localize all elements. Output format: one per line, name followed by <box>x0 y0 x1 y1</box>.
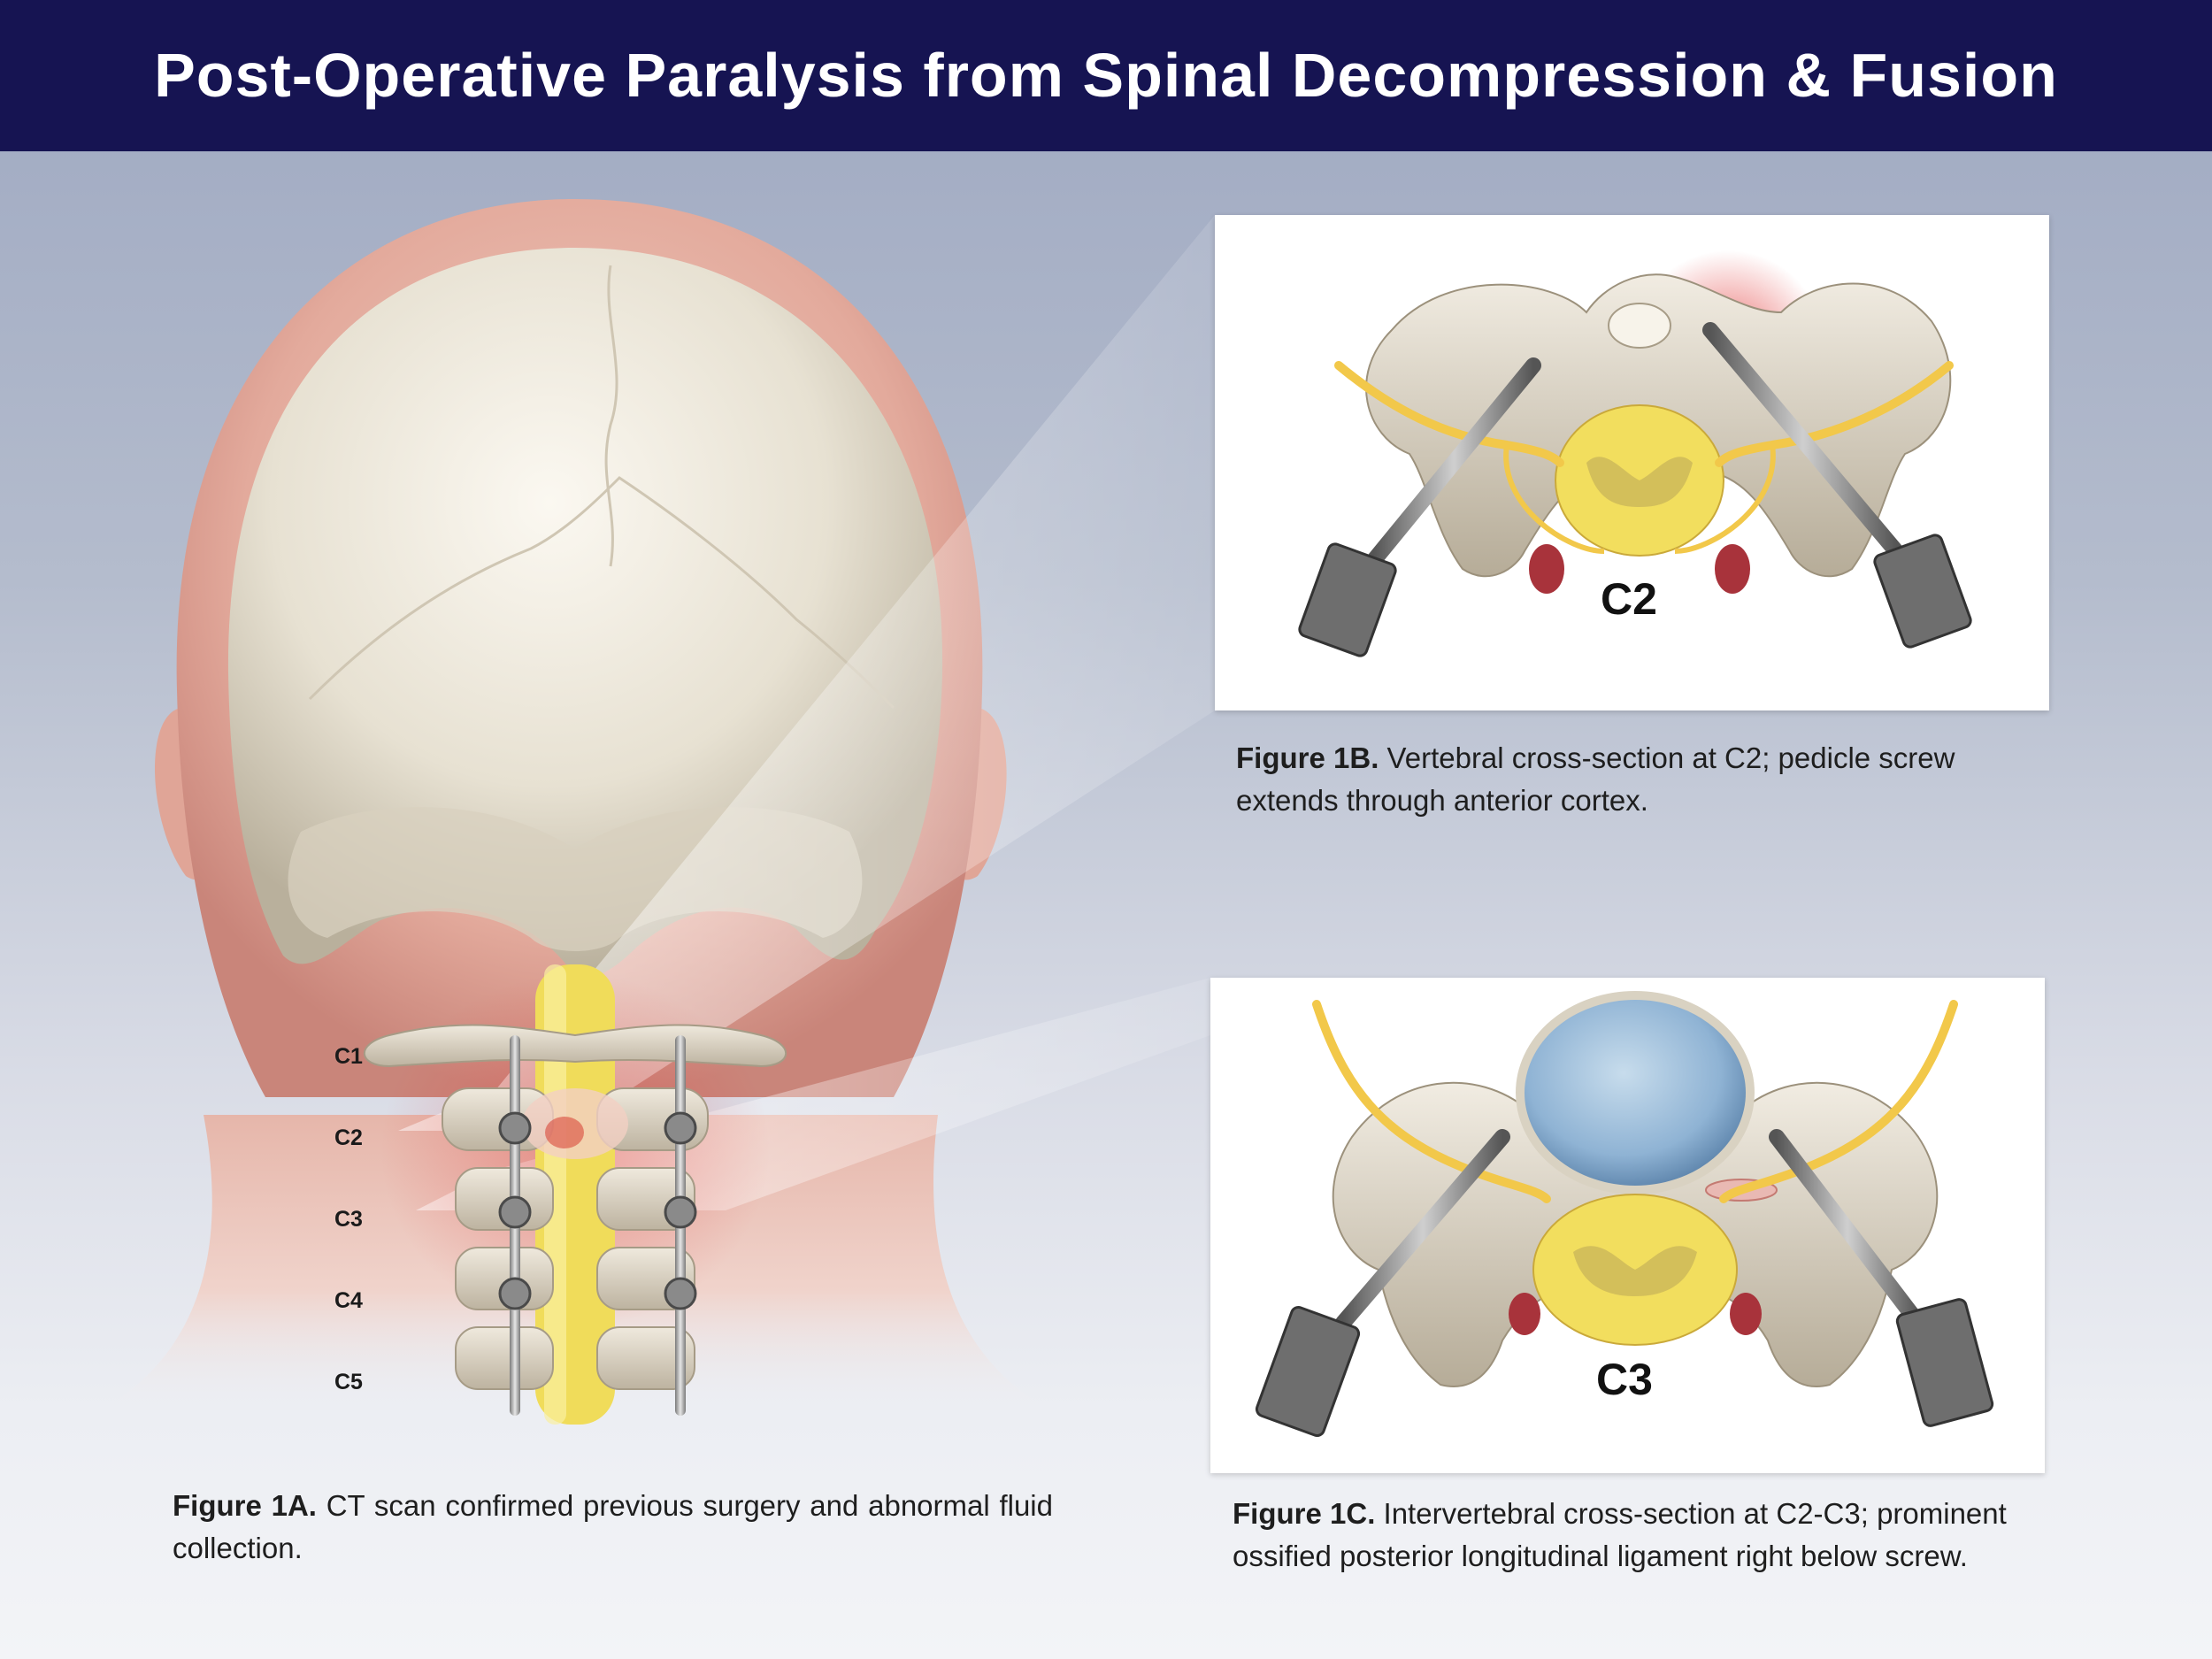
figure-1a-label: Figure 1A. <box>173 1489 317 1522</box>
c2-screw-left <box>1366 357 1541 568</box>
zoom-beam-c2 <box>398 215 1215 1131</box>
vertebra-label-c5: C5 <box>334 1370 363 1394</box>
figure-1c-caption: Figure 1C. Intervertebral cross-section … <box>1233 1493 2047 1578</box>
c2-screw-right <box>1702 322 1904 559</box>
figure-1b-text: Vertebral cross-section at C2; pedicle s… <box>1236 741 1955 817</box>
title-bar <box>0 0 2212 151</box>
figure-1c-label: Figure 1C. <box>1233 1497 1376 1530</box>
c3-nerve-right <box>1719 1000 1958 1203</box>
figure-1a-text: CT scan confirmed previous surgery and a… <box>173 1489 1053 1564</box>
c3-nerve-left <box>1312 1000 1551 1203</box>
c3-screw-right <box>1769 1129 1926 1331</box>
vertebra-label-c4: C4 <box>334 1288 363 1313</box>
level-label-c3: C3 <box>1596 1355 1653 1404</box>
c3-screw-left <box>1335 1129 1510 1331</box>
c3-screw-heads <box>1255 1298 1994 1438</box>
figure-1b-caption: Figure 1B. Vertebral cross-section at C2… <box>1236 737 2032 822</box>
lambdoid-suture <box>308 476 895 710</box>
c2-nerve-left <box>1334 361 1564 467</box>
vertebra-label-c2: C2 <box>334 1125 363 1150</box>
c2-screw-heads <box>1298 534 1972 657</box>
figure-1c-panel: C3 <box>1210 978 2045 1473</box>
c2-cross-section-illustration <box>1298 250 1972 657</box>
figure-1b-panel: C2 <box>1215 215 2049 710</box>
c2-c3-cross-section-illustration <box>1255 991 1994 1438</box>
figure-1a-caption: Figure 1A. CT scan confirmed previous su… <box>173 1485 1053 1570</box>
vertebra-label-c1: C1 <box>334 1044 363 1069</box>
figure-1c-text: Intervertebral cross-section at C2-C3; p… <box>1233 1497 2007 1572</box>
vertebra-label-c3: C3 <box>334 1207 363 1232</box>
sagittal-suture <box>604 265 618 567</box>
c3-intervertebral-disc <box>1516 991 1755 1194</box>
pedicle-screw-heads <box>498 1111 697 1310</box>
page-title: Post-Operative Paralysis from Spinal Dec… <box>154 41 2058 110</box>
level-label-c2: C2 <box>1601 574 1657 624</box>
figure-1b-label: Figure 1B. <box>1236 741 1379 774</box>
